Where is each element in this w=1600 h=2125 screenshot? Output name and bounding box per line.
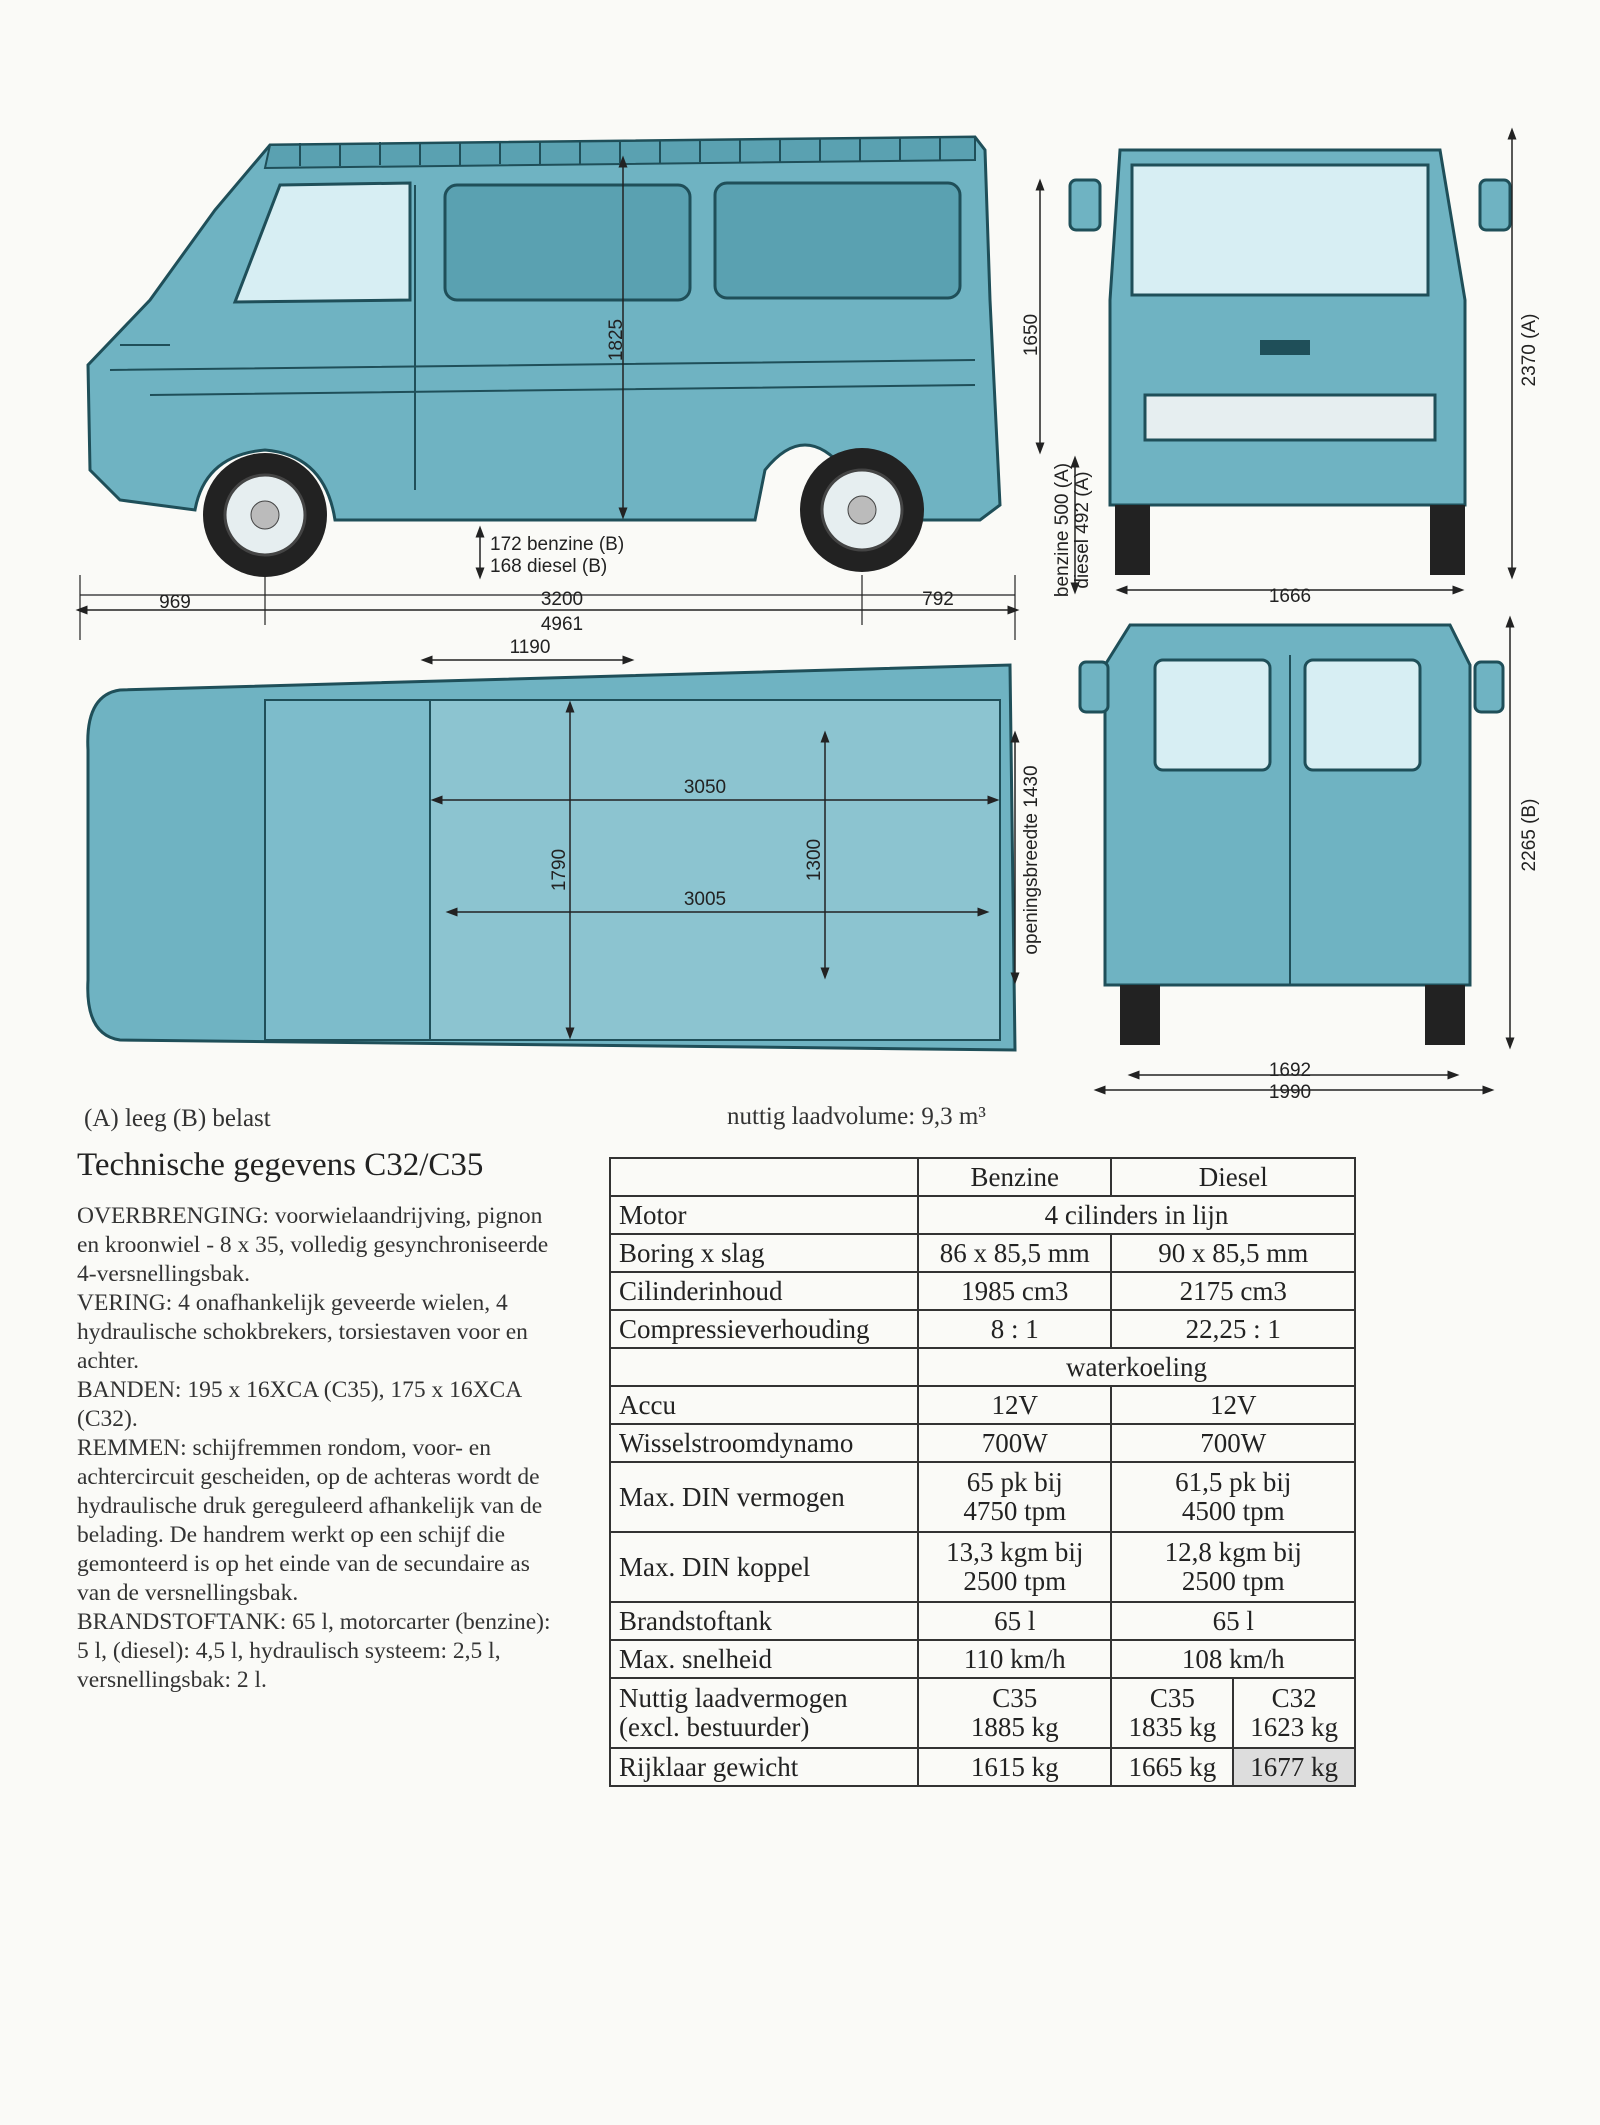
- dim-rear-track: 1692: [1269, 1060, 1311, 1081]
- rear-window-right: [1303, 658, 1422, 772]
- side-stripe: [109, 344, 976, 396]
- dim-front-track: 1666: [1269, 586, 1311, 607]
- row-battery: Accu 12V 12V: [609, 1385, 1356, 1425]
- front-grille: [1143, 393, 1437, 442]
- para-tyres: BANDEN: 195 x 16XCA (C35), 175 x 16XCA (…: [77, 1377, 521, 1432]
- van-technical-drawings: 1825 1650 172 benzine (B) 168 diesel (B)…: [75, 127, 1540, 1103]
- legend-caption: (A) leeg (B) belast: [84, 1105, 271, 1132]
- spec-table: Benzine Diesel Motor 4 cilinders in lijn…: [609, 1157, 1356, 1787]
- dim-floor-diesel: diesel 492 (A): [1072, 471, 1093, 588]
- row-weight: Rijklaar gewicht 1615 kg 1665 kg 1677 kg: [609, 1747, 1356, 1787]
- header-benzine: Benzine: [916, 1157, 1113, 1197]
- row-payload: Nuttig laadvermogen(excl. bestuurder) C3…: [609, 1677, 1356, 1749]
- front-wheel: [203, 453, 327, 577]
- front-mirror-left: [1068, 178, 1102, 232]
- front-windshield: [1130, 163, 1430, 297]
- para-suspension: VERING: 4 onafhankelijk geveerde wielen,…: [77, 1290, 528, 1374]
- dim-door-opening: openingsbreedte 1430: [1021, 765, 1042, 954]
- para-brakes: REMMEN: schijfremmen rondom, voor- en ac…: [77, 1435, 543, 1606]
- row-motor: Motor 4 cilinders in lijn: [609, 1195, 1356, 1235]
- dim-rear-overhang: 792: [922, 589, 954, 610]
- para-transmission: OVERBRENGING: voorwielaandrijving, pigno…: [77, 1203, 549, 1287]
- header-diesel: Diesel: [1110, 1157, 1356, 1197]
- dim-cargo-length-top: 3050: [684, 777, 726, 798]
- row-compression: Compressieverhouding 8 : 1 22,25 : 1: [609, 1309, 1356, 1349]
- top-cab: [264, 699, 431, 1041]
- dim-front-overhang: 969: [159, 592, 191, 613]
- dim-height-1825: 1825: [606, 319, 627, 361]
- volume-caption: nuttig laadvolume: 9,3 m³: [727, 1103, 986, 1130]
- page-title: Technische gegevens C32/C35: [77, 1147, 484, 1183]
- dim-height-empty: 2370 (A): [1519, 314, 1540, 387]
- dim-arch-width: 1300: [804, 839, 825, 881]
- rear-mirror-left: [1078, 660, 1110, 714]
- side-window-2: [713, 181, 962, 300]
- dim-clearance-benzine: 172 benzine (B): [490, 534, 624, 555]
- dim-height-loaded: 2265 (B): [1519, 799, 1540, 872]
- front-view: 1666 2370 (A): [1068, 127, 1540, 607]
- rear-window-left: [1153, 658, 1272, 772]
- front-mirror-right: [1478, 178, 1512, 232]
- side-view: 1825 1650 172 benzine (B) 168 diesel (B)…: [75, 135, 1093, 640]
- side-cab-window: [232, 181, 412, 304]
- rear-view: 1692 1990 2265 (B): [1078, 615, 1540, 1103]
- rear-mirror-right: [1473, 660, 1505, 714]
- dim-total-width: 1990: [1269, 1082, 1311, 1103]
- top-cargo-floor: [429, 699, 1001, 1041]
- specs-text: OVERBRENGING: voorwielaandrijving, pigno…: [77, 1202, 567, 1695]
- row-speed: Max. snelheid 110 km/h 108 km/h: [609, 1639, 1356, 1679]
- row-tank: Brandstoftank 65 l 65 l: [609, 1601, 1356, 1641]
- dim-clearance-diesel: 168 diesel (B): [490, 556, 607, 577]
- dim-height-1650: 1650: [1021, 314, 1042, 356]
- dim-cab-length: 1190: [510, 637, 551, 658]
- side-window-1: [443, 183, 692, 302]
- dim-wheelbase: 3200: [541, 589, 583, 610]
- table-header-row: Benzine Diesel: [609, 1157, 1356, 1197]
- dim-floor-benzine: benzine 500 (A): [1052, 463, 1073, 597]
- row-alternator: Wisselstroomdynamo 700W 700W: [609, 1423, 1356, 1463]
- row-cooling: waterkoeling: [609, 1347, 1356, 1387]
- dim-cargo-length-floor: 3005: [684, 889, 726, 910]
- row-displacement: Cilinderinhoud 1985 cm3 2175 cm3: [609, 1271, 1356, 1311]
- dim-total-length: 4961: [541, 614, 583, 635]
- row-bore: Boring x slag 86 x 85,5 mm 90 x 85,5 mm: [609, 1233, 1356, 1273]
- para-fuel: BRANDSTOFTANK: 65 l, motorcarter (benzin…: [77, 1609, 551, 1693]
- dim-cargo-width: 1790: [549, 849, 570, 891]
- top-view: 1190 3050 3005 1790 1300 openingsbreedte…: [86, 637, 1042, 1052]
- rear-wheel: [800, 448, 924, 572]
